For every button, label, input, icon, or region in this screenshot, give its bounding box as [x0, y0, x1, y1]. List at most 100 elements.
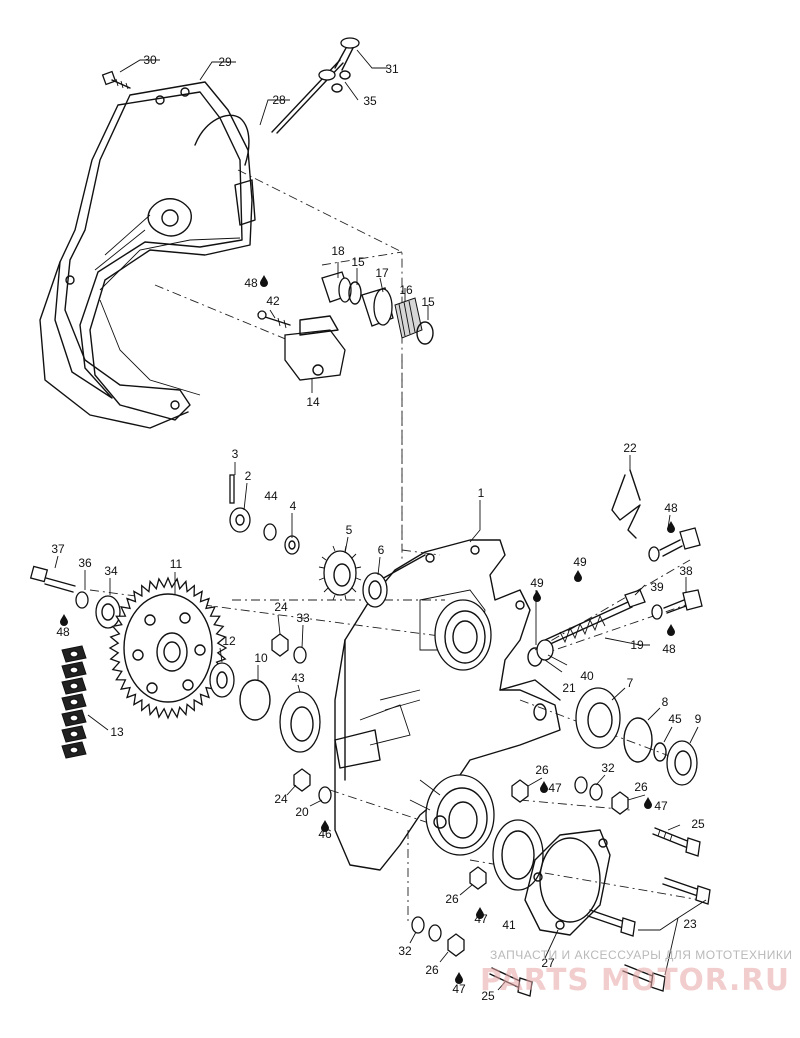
pin-3 [229, 474, 235, 504]
washer-33 [293, 646, 307, 664]
callout-48-b: 48 [664, 501, 678, 515]
bolt-25-upper [652, 827, 701, 857]
nut-24-upper [271, 633, 289, 657]
callout-16: 16 [399, 283, 413, 297]
callout-41: 41 [502, 918, 516, 932]
bearing-6 [362, 572, 388, 608]
screw-30 [101, 70, 131, 90]
chain-roller [69, 746, 79, 754]
sprocket-11 [108, 576, 228, 720]
bolt-25-lower [489, 967, 533, 997]
nut-26-c [469, 866, 487, 890]
callout-43: 43 [291, 671, 305, 685]
clip-22 [611, 474, 641, 539]
bearing-stack-upper [321, 271, 434, 345]
callout-5: 5 [346, 523, 353, 537]
bearing-12 [209, 662, 235, 698]
callout-10: 10 [254, 651, 268, 665]
callout-47-b: 47 [654, 799, 668, 813]
cover-plate-27 [524, 829, 611, 936]
callout-24-b: 24 [274, 792, 288, 806]
callout-47-a: 47 [548, 781, 562, 795]
bearing-7 [575, 687, 621, 749]
callout-29: 29 [218, 55, 232, 69]
cable-28 [194, 114, 250, 166]
callout-25-b: 25 [481, 989, 495, 1003]
oil-drop-icon [476, 907, 484, 919]
callout-48-d: 48 [56, 625, 70, 639]
oil-drop-icon [533, 590, 541, 602]
nut-26-d [447, 933, 465, 957]
chain-13 [61, 645, 87, 759]
callout-4: 4 [290, 499, 297, 513]
watermark: ЗАПЧАСТИ И АКСЕССУАРЫ ДЛЯ МОТОТЕХНИКИ PA… [480, 948, 792, 998]
lubricant-drop-icons [60, 275, 675, 984]
callout-45: 45 [668, 712, 682, 726]
chain-roller [69, 698, 79, 706]
washer-4 [284, 535, 300, 555]
bolt-48-upper [648, 527, 701, 562]
callout-34: 34 [104, 564, 118, 578]
snap-ring-8 [623, 717, 653, 763]
o-ring-45 [653, 742, 667, 762]
callout-32-b: 32 [398, 944, 412, 958]
washer-36 [75, 591, 89, 609]
callout-19: 19 [630, 638, 644, 652]
callout-30: 30 [143, 53, 157, 67]
spring-19 [559, 614, 606, 644]
seal-9 [666, 740, 698, 786]
knob-31 [318, 37, 360, 93]
leader-lines [54, 49, 707, 991]
callout-48-a: 48 [244, 276, 258, 290]
oil-drop-icon [321, 820, 329, 832]
callout-13: 13 [110, 725, 124, 739]
chain-roller [69, 666, 79, 674]
bushing-34 [95, 595, 121, 629]
snap-ring-10 [239, 679, 271, 721]
callout-2: 2 [245, 469, 252, 483]
callout-22: 22 [623, 441, 637, 455]
callout-36: 36 [78, 556, 92, 570]
nut-2 [229, 507, 251, 533]
alignment-lines [89, 169, 701, 925]
oil-drop-icon [60, 614, 68, 626]
oil-drop-icon [667, 624, 675, 636]
seal-41 [492, 819, 544, 891]
callout-7: 7 [627, 676, 634, 690]
callout-46: 46 [318, 827, 332, 841]
callout-27: 27 [541, 956, 555, 970]
callout-labels: 30 29 31 35 28 18 15 17 16 15 48 42 14 3… [51, 53, 705, 1003]
callout-44: 44 [264, 489, 278, 503]
callout-49-b: 49 [530, 576, 544, 590]
oil-drop-icon [455, 972, 463, 984]
callout-18: 18 [331, 244, 345, 258]
callout-26-c: 26 [445, 892, 459, 906]
washer-32-b [411, 916, 425, 934]
callout-39: 39 [650, 580, 664, 594]
oil-drop-icon [644, 797, 652, 809]
chain-roller [69, 714, 79, 722]
callout-42: 42 [266, 294, 280, 308]
oil-drop-icon [574, 570, 582, 582]
callout-31: 31 [385, 62, 399, 76]
callout-47-d: 47 [452, 982, 466, 996]
gear-5 [318, 545, 362, 601]
chain-roller [69, 650, 79, 658]
callout-15-a: 15 [351, 255, 365, 269]
oil-drop-icon [260, 275, 268, 287]
callout-1: 1 [478, 486, 485, 500]
washer-32-a [574, 776, 588, 794]
callout-26-b: 26 [634, 780, 648, 794]
oil-drop-icon [667, 521, 675, 533]
callout-6: 6 [378, 543, 385, 557]
bolt-38 [651, 589, 703, 620]
chaincase-cover-29 [39, 81, 256, 429]
callout-24-a: 24 [274, 600, 288, 614]
callout-9: 9 [695, 712, 702, 726]
washer-44 [263, 523, 277, 541]
callout-12: 12 [222, 634, 236, 648]
nut-24-lower [293, 768, 311, 792]
callout-26-a: 26 [535, 763, 549, 777]
callout-26-d: 26 [425, 963, 439, 977]
